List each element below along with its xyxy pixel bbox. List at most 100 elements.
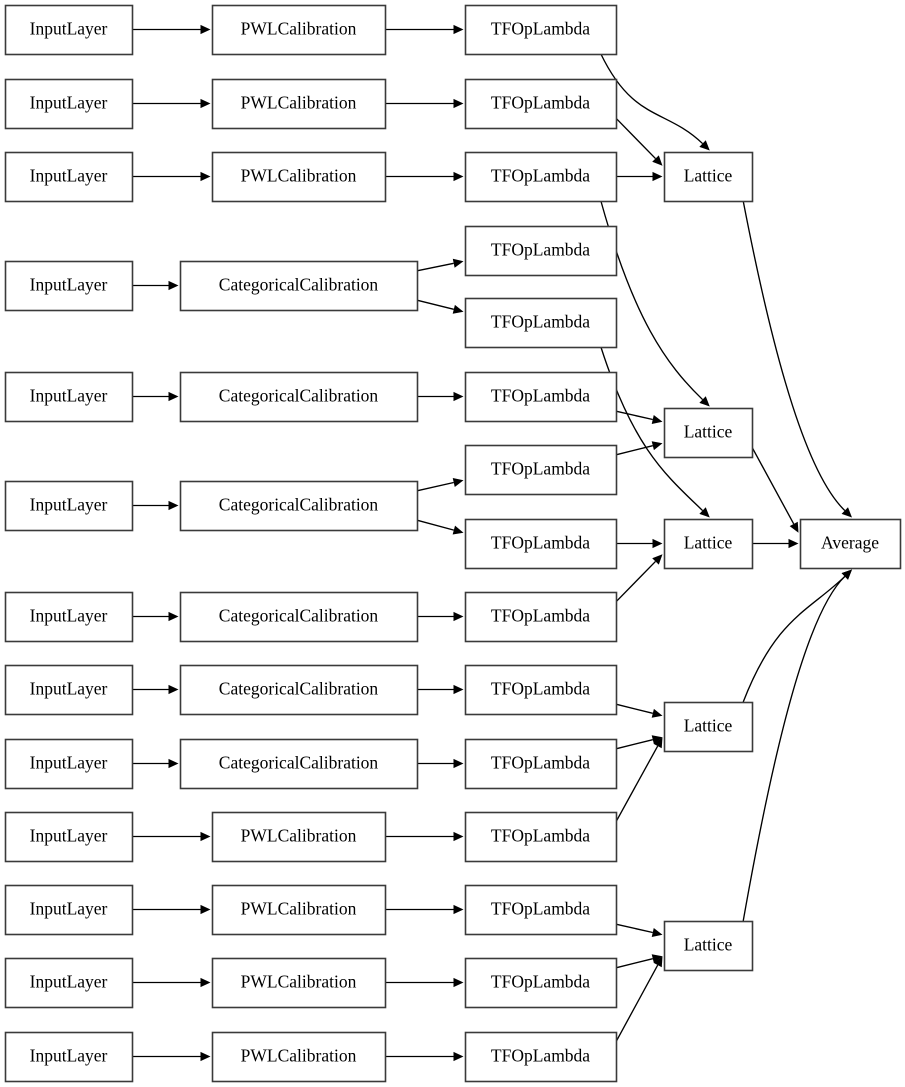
node-categorical-calibration-cal5[interactable]: CategoricalCalibration: [179, 371, 419, 423]
node-tfop-lambda-tf3[interactable]: TFOpLambda: [464, 151, 618, 203]
edge-arrowhead: [841, 507, 852, 518]
node-box: [211, 957, 387, 1009]
node-pwlcalibration-cal1[interactable]: PWLCalibration: [211, 4, 387, 56]
edge-arrowhead: [652, 538, 663, 549]
node-pwlcalibration-cal13[interactable]: PWLCalibration: [211, 1031, 387, 1083]
node-box: [464, 957, 618, 1009]
node-categorical-calibration-cal8[interactable]: CategoricalCalibration: [179, 664, 419, 716]
edge-line: [416, 299, 454, 310]
node-tfop-lambda-tf5[interactable]: TFOpLambda: [464, 297, 618, 349]
node-categorical-calibration-cal4[interactable]: CategoricalCalibration: [179, 260, 419, 312]
node-box: [464, 884, 618, 936]
edge-arrowhead: [200, 904, 211, 915]
node-lattice-lat5[interactable]: Lattice: [663, 920, 754, 972]
node-label: InputLayer: [30, 495, 108, 515]
node-input-layer-in1[interactable]: InputLayer: [4, 4, 134, 56]
node-tfop-lambda-tf2[interactable]: TFOpLambda: [464, 78, 618, 130]
node-box: [4, 480, 134, 532]
edge-arrowhead: [168, 684, 179, 695]
node-input-layer-in5[interactable]: InputLayer: [4, 371, 134, 423]
edge-layer: [132, 24, 852, 1062]
node-tfop-lambda-tf9[interactable]: TFOpLambda: [464, 591, 618, 643]
node-input-layer-in11[interactable]: InputLayer: [4, 884, 134, 936]
edge-tf11-to-lat4: [615, 735, 663, 750]
edge-line: [742, 200, 846, 512]
node-tfop-lambda-tf14[interactable]: TFOpLambda: [464, 957, 618, 1009]
node-tfop-lambda-tf15[interactable]: TFOpLambda: [464, 1031, 618, 1083]
edge-arrowhead: [651, 708, 663, 718]
node-tfop-lambda-tf1[interactable]: TFOpLambda: [464, 4, 618, 56]
node-input-layer-in8[interactable]: InputLayer: [4, 664, 134, 716]
node-label: InputLayer: [30, 166, 108, 186]
edge-cal6-to-tf8: [416, 519, 464, 535]
node-label: TFOpLambda: [491, 679, 590, 699]
node-label: CategoricalCalibration: [219, 753, 379, 773]
edge-line: [416, 519, 455, 531]
node-tfop-lambda-tf6[interactable]: TFOpLambda: [464, 371, 618, 423]
node-pwlcalibration-cal11[interactable]: PWLCalibration: [211, 884, 387, 936]
node-lattice-lat1[interactable]: Lattice: [663, 151, 754, 203]
node-box: [4, 260, 134, 312]
node-lattice-lat4[interactable]: Lattice: [663, 701, 754, 753]
edge-lat5-to-avg: [742, 569, 852, 922]
edge-arrowhead: [453, 1051, 464, 1062]
node-input-layer-in13[interactable]: InputLayer: [4, 1031, 134, 1083]
node-categorical-calibration-cal9[interactable]: CategoricalCalibration: [179, 738, 419, 790]
node-box: [4, 811, 134, 863]
node-box: [464, 591, 618, 643]
node-tfop-lambda-tf12[interactable]: TFOpLambda: [464, 811, 618, 863]
node-box: [464, 4, 618, 56]
node-tfop-lambda-tf8[interactable]: TFOpLambda: [464, 518, 618, 570]
edge-line: [751, 446, 795, 525]
node-tfop-lambda-tf11[interactable]: TFOpLambda: [464, 738, 618, 790]
node-box: [179, 371, 419, 423]
node-categorical-calibration-cal6[interactable]: CategoricalCalibration: [179, 480, 419, 532]
node-label: TFOpLambda: [491, 972, 590, 992]
node-lattice-lat3[interactable]: Lattice: [663, 518, 754, 570]
edge-arrowhead: [651, 415, 663, 424]
node-label: CategoricalCalibration: [219, 679, 379, 699]
node-label: InputLayer: [30, 972, 108, 992]
node-box: [464, 371, 618, 423]
node-box: [663, 920, 754, 972]
node-average-avg[interactable]: Average: [799, 518, 902, 570]
edge-arrowhead: [788, 538, 799, 549]
node-input-layer-in4[interactable]: InputLayer: [4, 260, 134, 312]
node-categorical-calibration-cal7[interactable]: CategoricalCalibration: [179, 591, 419, 643]
node-input-layer-in3[interactable]: InputLayer: [4, 151, 134, 203]
edge-arrowhead: [452, 525, 464, 535]
node-label: PWLCalibration: [241, 93, 357, 113]
edge-lat2-to-avg: [751, 446, 799, 533]
edge-cal6-to-tf7: [416, 478, 464, 492]
node-tfop-lambda-tf4[interactable]: TFOpLambda: [464, 225, 618, 277]
node-label: TFOpLambda: [491, 826, 590, 846]
node-pwlcalibration-cal2[interactable]: PWLCalibration: [211, 78, 387, 130]
node-pwlcalibration-cal12[interactable]: PWLCalibration: [211, 957, 387, 1009]
node-label: TFOpLambda: [491, 312, 590, 332]
node-box: [663, 407, 754, 459]
node-tfop-lambda-tf10[interactable]: TFOpLambda: [464, 664, 618, 716]
node-pwlcalibration-cal3[interactable]: PWLCalibration: [211, 151, 387, 203]
node-box: [4, 738, 134, 790]
edge-line: [600, 53, 704, 145]
node-box: [179, 591, 419, 643]
node-input-layer-in12[interactable]: InputLayer: [4, 957, 134, 1009]
node-input-layer-in9[interactable]: InputLayer: [4, 738, 134, 790]
node-input-layer-in10[interactable]: InputLayer: [4, 811, 134, 863]
node-pwlcalibration-cal10[interactable]: PWLCalibration: [211, 811, 387, 863]
node-box: [4, 664, 134, 716]
node-input-layer-in7[interactable]: InputLayer: [4, 591, 134, 643]
node-input-layer-in6[interactable]: InputLayer: [4, 480, 134, 532]
node-label: Lattice: [684, 533, 733, 553]
node-box: [4, 371, 134, 423]
node-lattice-lat2[interactable]: Lattice: [663, 407, 754, 459]
edge-arrowhead: [168, 611, 179, 622]
edge-arrowhead: [200, 24, 211, 35]
node-input-layer-in2[interactable]: InputLayer: [4, 78, 134, 130]
node-label: InputLayer: [30, 386, 108, 406]
node-box: [211, 884, 387, 936]
edge-line: [615, 703, 653, 714]
node-tfop-lambda-tf13[interactable]: TFOpLambda: [464, 884, 618, 936]
node-tfop-lambda-tf7[interactable]: TFOpLambda: [464, 444, 618, 496]
node-box: [211, 4, 387, 56]
